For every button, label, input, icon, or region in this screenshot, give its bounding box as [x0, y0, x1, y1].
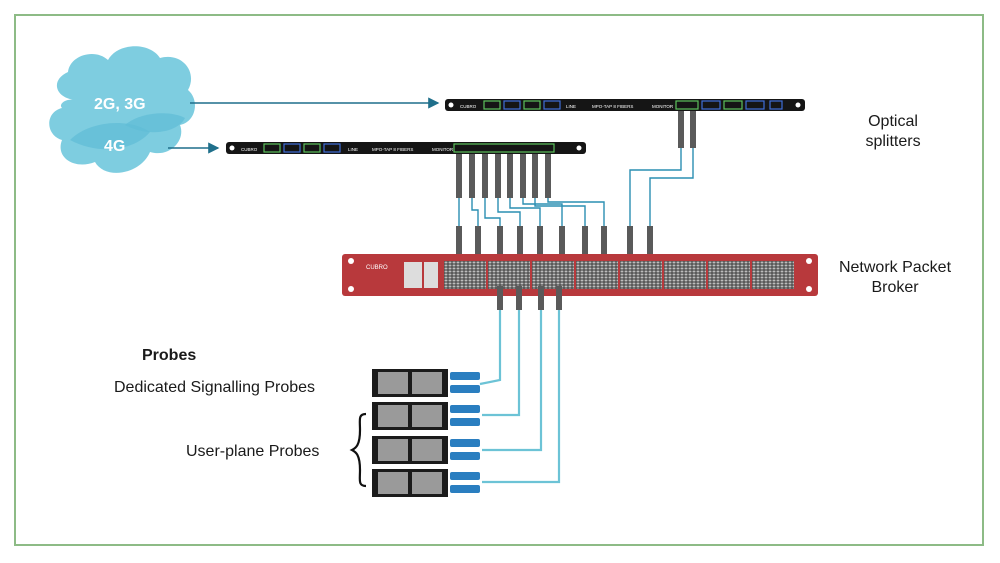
optical-splitters-label: Optical splitters [848, 112, 938, 152]
svg-text:MPO-TAP 8 FIBERS: MPO-TAP 8 FIBERS [372, 147, 413, 152]
svg-text:LINE: LINE [348, 147, 358, 152]
user-plane-probes-label: User-plane Probes [186, 443, 320, 460]
optical-splitter-top: CUBRO LINE MPO-TAP 8 FIBERS MONITOR [445, 99, 805, 111]
network-packet-broker: CUBRO [342, 254, 818, 296]
probes-heading: Probes [142, 347, 197, 364]
user-plane-probe-3 [372, 469, 480, 497]
svg-text:CUBRO: CUBRO [460, 104, 477, 109]
diagram-frame [14, 14, 984, 546]
mobile-network-cloud [49, 46, 195, 173]
svg-text:MONITOR: MONITOR [652, 104, 674, 109]
probe-fibers [479, 300, 561, 484]
dedicated-signalling-probe [372, 369, 480, 397]
svg-text:LINE: LINE [566, 104, 576, 109]
user-plane-probe-2 [372, 436, 480, 464]
user-plane-probe-1 [372, 402, 480, 430]
svg-text:CUBRO: CUBRO [241, 147, 258, 152]
svg-text:MPO-TAP 8 FIBERS: MPO-TAP 8 FIBERS [592, 104, 633, 109]
user-plane-brace [349, 412, 367, 488]
probe-servers [372, 369, 480, 497]
optical-splitters-label-line1: Optical [868, 113, 918, 130]
npb-label: Network Packet Broker [822, 258, 968, 298]
cloud-label-4g: 4G [104, 138, 126, 155]
optical-splitter-bottom: CUBRO LINE MPO-TAP 8 FIBERS MONITOR [226, 142, 586, 154]
cloud-label-2g3g: 2G, 3G [94, 96, 146, 113]
svg-text:CUBRO: CUBRO [366, 265, 388, 271]
dedicated-signalling-probes-label: Dedicated Signalling Probes [114, 379, 316, 396]
optical-splitters-label-line2: splitters [865, 133, 921, 150]
splitter-connectors [456, 111, 696, 258]
npb-output-connectors [497, 286, 562, 310]
svg-text:MONITOR: MONITOR [432, 147, 454, 152]
npb-label-line1: Network Packet [838, 259, 952, 276]
npb-label-line2: Broker [871, 279, 919, 296]
splitter-fibers [458, 148, 694, 244]
